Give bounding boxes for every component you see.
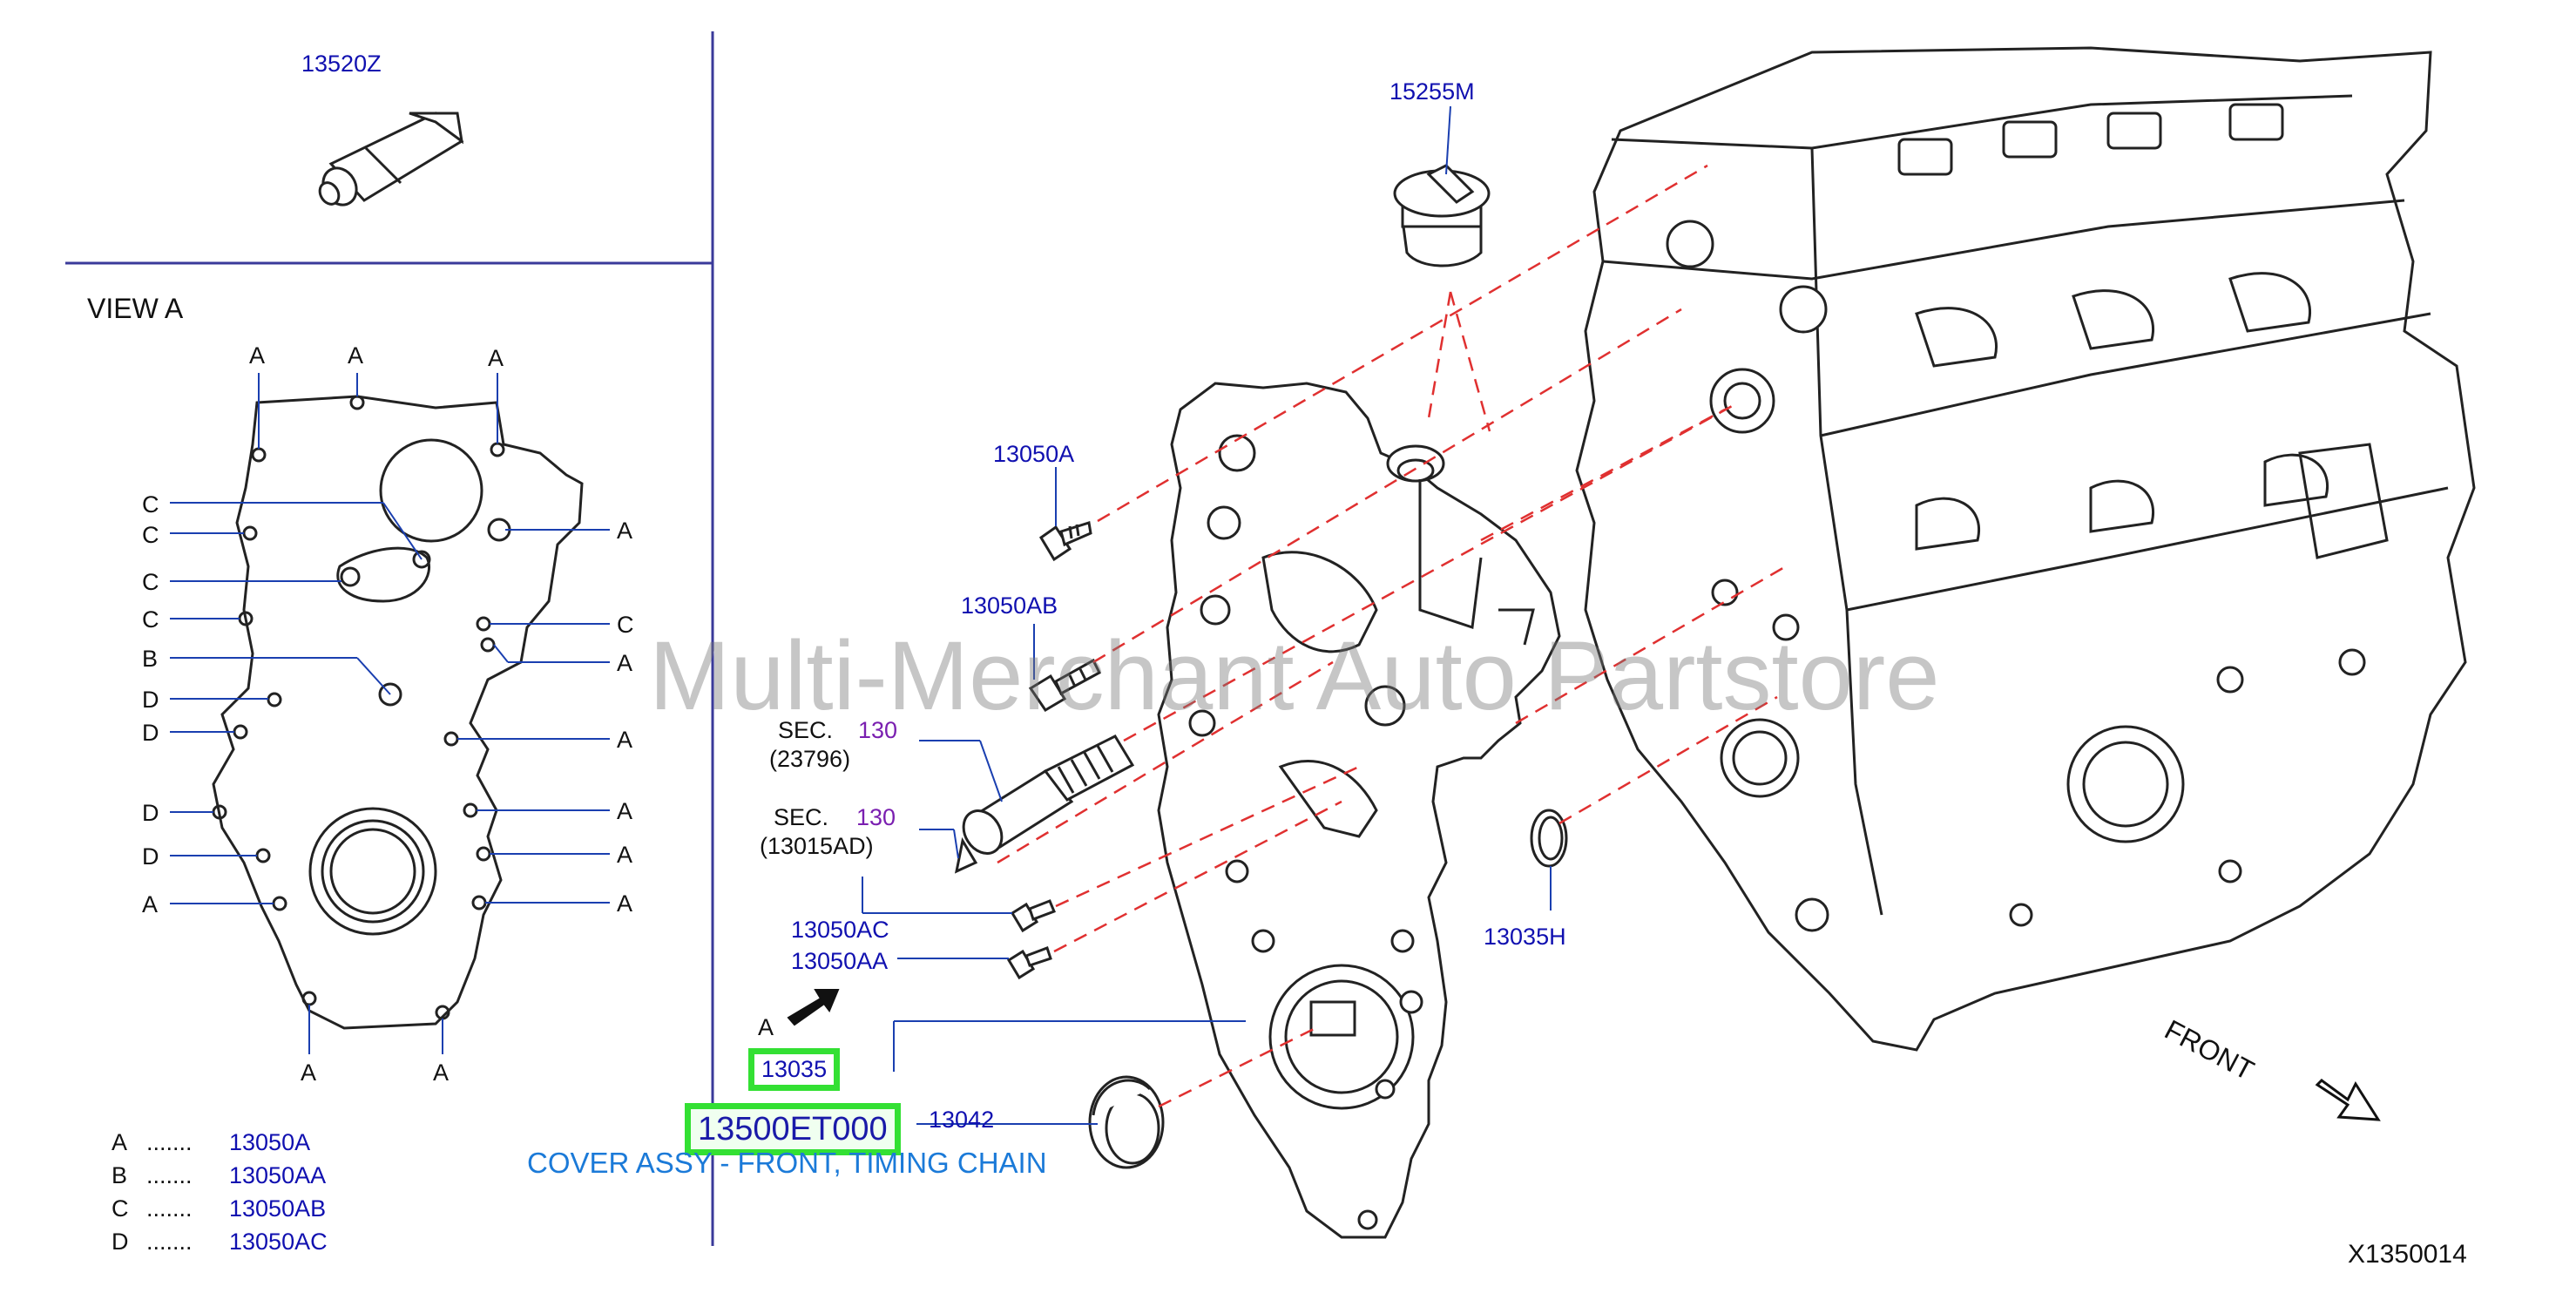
callout-bolt-ac[interactable]: 13050AC (791, 917, 889, 943)
view-letter-left-10: A (142, 891, 159, 917)
engine-block-illustration (1575, 46, 2476, 1052)
view-a-leader-lines (170, 373, 610, 1054)
legend-dots: ....... (146, 1162, 193, 1188)
view-arrow-label: A (758, 1014, 774, 1040)
legend-row-c: C....... 13050AB (112, 1195, 326, 1222)
oring-illustration (1530, 809, 1568, 868)
view-letter-bottom-1: A (301, 1059, 317, 1086)
view-letter-left-7: D (142, 720, 159, 746)
view-letter-left-3: C (142, 569, 159, 595)
view-letter-right-1: A (617, 518, 633, 544)
view-a-arrow (787, 989, 840, 1026)
legend-value[interactable]: 13050AC (229, 1229, 328, 1255)
front-cover-illustration (1157, 382, 1561, 1239)
view-letter-right-3: A (617, 650, 633, 676)
callout-sec-1-ref: (23796) (769, 746, 851, 772)
legend-key: D (112, 1229, 129, 1255)
highlighted-callout-13035[interactable]: 13035 (748, 1048, 841, 1091)
view-letter-top-2: A (348, 342, 364, 369)
legend-row-d: D....... 13050AC (112, 1229, 328, 1256)
callout-bolt-aa[interactable]: 13050AA (791, 948, 889, 974)
view-letter-top-1: A (249, 342, 266, 369)
callout-sec-2-ref: (13015AD) (760, 833, 874, 859)
diagram-id: X1350014 (2348, 1240, 2467, 1269)
callout-seal[interactable]: 13042 (929, 1107, 995, 1133)
legend-dots: ....... (146, 1195, 193, 1222)
view-a-title: VIEW A (87, 293, 184, 324)
bolt-illustrations (1006, 521, 1101, 980)
view-letter-left-6: D (142, 687, 159, 713)
legend-row-b: B....... 13050AA (112, 1162, 326, 1189)
alignment-dashed-lines (997, 164, 1787, 1108)
view-letter-left-4: C (142, 606, 159, 633)
legend-value[interactable]: 13050AB (229, 1195, 327, 1222)
callout-sec-2: SEC. (774, 804, 829, 830)
view-letter-right-6: A (617, 842, 633, 868)
callout-sec-1: SEC. (778, 717, 834, 743)
view-letter-left-8: D (142, 800, 159, 826)
legend-key: A (112, 1129, 128, 1155)
callout-bolt-a[interactable]: 13050A (993, 441, 1075, 467)
highlighted-part-description: COVER ASSY - FRONT, TIMING CHAIN (527, 1147, 1047, 1179)
legend-dots: ....... (146, 1229, 193, 1255)
view-letter-bottom-2: A (433, 1059, 450, 1086)
callout-bolt-ab[interactable]: 13050AB (961, 592, 1058, 619)
view-letter-left-9: D (142, 843, 159, 870)
legend-value[interactable]: 13050AA (229, 1162, 327, 1188)
legend-row-a: A....... 13050A (112, 1129, 310, 1156)
sealant-tube-illustration (318, 112, 464, 206)
view-letter-right-4: A (617, 727, 633, 753)
solenoid-illustration (954, 735, 1135, 874)
watermark-text: Multi-Merchant Auto Partstore (649, 621, 1940, 730)
callout-oring[interactable]: 13035H (1484, 924, 1566, 950)
view-letter-left-5: B (142, 646, 159, 672)
callout-sec-1-number[interactable]: 130 (858, 717, 898, 743)
callout-oil-cap[interactable]: 15255M (1389, 78, 1475, 105)
view-letter-right-2: C (617, 612, 634, 638)
highlighted-part-number[interactable]: 13500ET000 (685, 1103, 901, 1155)
legend-key: B (112, 1162, 128, 1188)
crank-seal-illustration (1088, 1075, 1165, 1169)
view-letter-top-3: A (488, 345, 504, 371)
view-letter-right-5: A (617, 798, 633, 824)
callout-sealant[interactable]: 13520Z (301, 51, 382, 77)
callout-leader-lines (862, 105, 1552, 1125)
oil-cap-illustration (1393, 164, 1491, 267)
view-a-cover-outline (212, 395, 584, 1030)
legend-value[interactable]: 13050A (229, 1129, 311, 1155)
legend-key: C (112, 1195, 129, 1222)
front-direction-arrow (2315, 1079, 2381, 1121)
view-letter-left-2: C (142, 522, 159, 548)
view-letter-left-1: C (142, 491, 159, 518)
view-letter-right-7: A (617, 890, 633, 917)
legend-dots: ....... (146, 1129, 193, 1155)
callout-sec-2-number[interactable]: 130 (856, 804, 896, 830)
panel-dividers (65, 31, 714, 1246)
